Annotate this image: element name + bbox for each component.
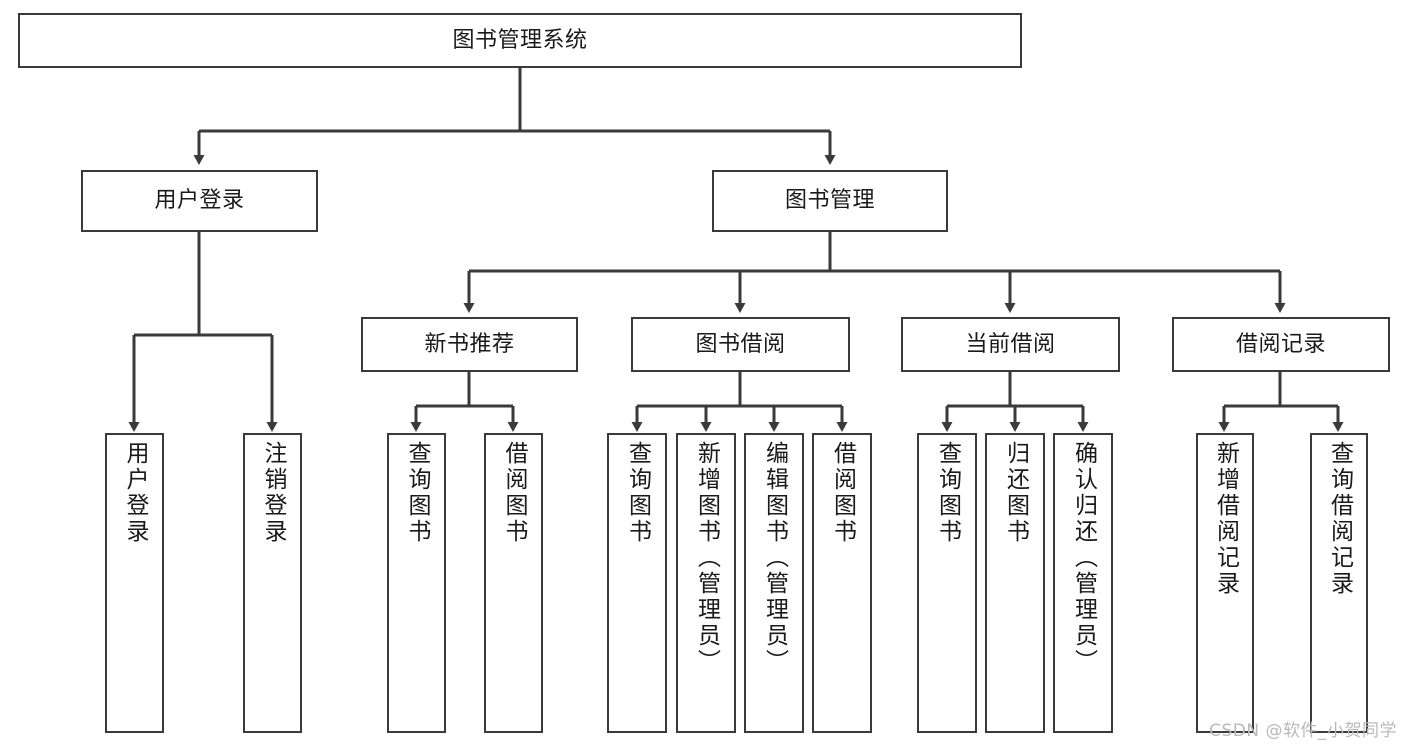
node-book-borrow-label: 图书借阅: [695, 331, 786, 357]
node-leaf-return-book-label: 归还图书: [1002, 441, 1029, 545]
node-leaf-query-borrow-record-label: 查询借阅记录: [1326, 441, 1353, 597]
node-current-borrow-label: 当前借阅: [965, 331, 1056, 357]
node-leaf-newbook-borrow-book-label: 借阅图书: [501, 441, 527, 545]
node-leaf-borrow-book-label: 借阅图书: [829, 441, 856, 545]
node-leaf-logout[interactable]: 注销登录: [243, 433, 302, 733]
node-leaf-borrow-query-book[interactable]: 查询图书: [607, 433, 667, 733]
node-leaf-current-query-book[interactable]: 查询图书: [917, 433, 977, 733]
node-leaf-user-login[interactable]: 用户登录: [105, 433, 164, 733]
node-leaf-confirm-return-label: 确认归还（管理员）: [1070, 441, 1097, 675]
node-leaf-confirm-return[interactable]: 确认归还（管理员）: [1053, 433, 1113, 733]
watermark: CSDN @软件_小贺同学: [1209, 721, 1397, 741]
node-leaf-edit-book[interactable]: 编辑图书（管理员）: [744, 433, 804, 733]
node-new-book-recommend-label: 新书推荐: [424, 331, 515, 357]
node-leaf-newbook-query-book-label: 查询图书: [404, 441, 430, 545]
node-book-borrow[interactable]: 图书借阅: [631, 317, 850, 372]
node-leaf-borrow-query-book-label: 查询图书: [624, 441, 651, 545]
node-root-label: 图书管理系统: [452, 27, 588, 53]
node-book-management-label: 图书管理: [784, 188, 875, 214]
node-current-borrow[interactable]: 当前借阅: [901, 317, 1120, 372]
node-book-management[interactable]: 图书管理: [712, 170, 948, 232]
node-borrow-record[interactable]: 借阅记录: [1172, 317, 1390, 372]
node-leaf-add-borrow-record-label: 新增借阅记录: [1212, 441, 1239, 597]
node-borrow-record-label: 借阅记录: [1235, 331, 1326, 357]
node-leaf-add-borrow-record[interactable]: 新增借阅记录: [1196, 433, 1254, 733]
node-leaf-return-book[interactable]: 归还图书: [985, 433, 1045, 733]
node-leaf-newbook-query-book[interactable]: 查询图书: [387, 433, 446, 733]
node-leaf-query-borrow-record[interactable]: 查询借阅记录: [1310, 433, 1368, 733]
node-leaf-add-book-label: 新增图书（管理员）: [693, 441, 720, 675]
node-root[interactable]: 图书管理系统: [18, 13, 1022, 68]
node-leaf-user-login-label: 用户登录: [122, 441, 148, 545]
node-leaf-newbook-borrow-book[interactable]: 借阅图书: [484, 433, 543, 733]
node-user-login[interactable]: 用户登录: [81, 170, 318, 232]
node-leaf-edit-book-label: 编辑图书（管理员）: [761, 441, 788, 675]
node-new-book-recommend[interactable]: 新书推荐: [361, 317, 578, 372]
node-leaf-add-book[interactable]: 新增图书（管理员）: [676, 433, 736, 733]
node-user-login-label: 用户登录: [154, 188, 245, 214]
node-leaf-current-query-book-label: 查询图书: [934, 441, 961, 545]
node-leaf-logout-label: 注销登录: [260, 441, 286, 545]
node-leaf-borrow-book[interactable]: 借阅图书: [812, 433, 872, 733]
